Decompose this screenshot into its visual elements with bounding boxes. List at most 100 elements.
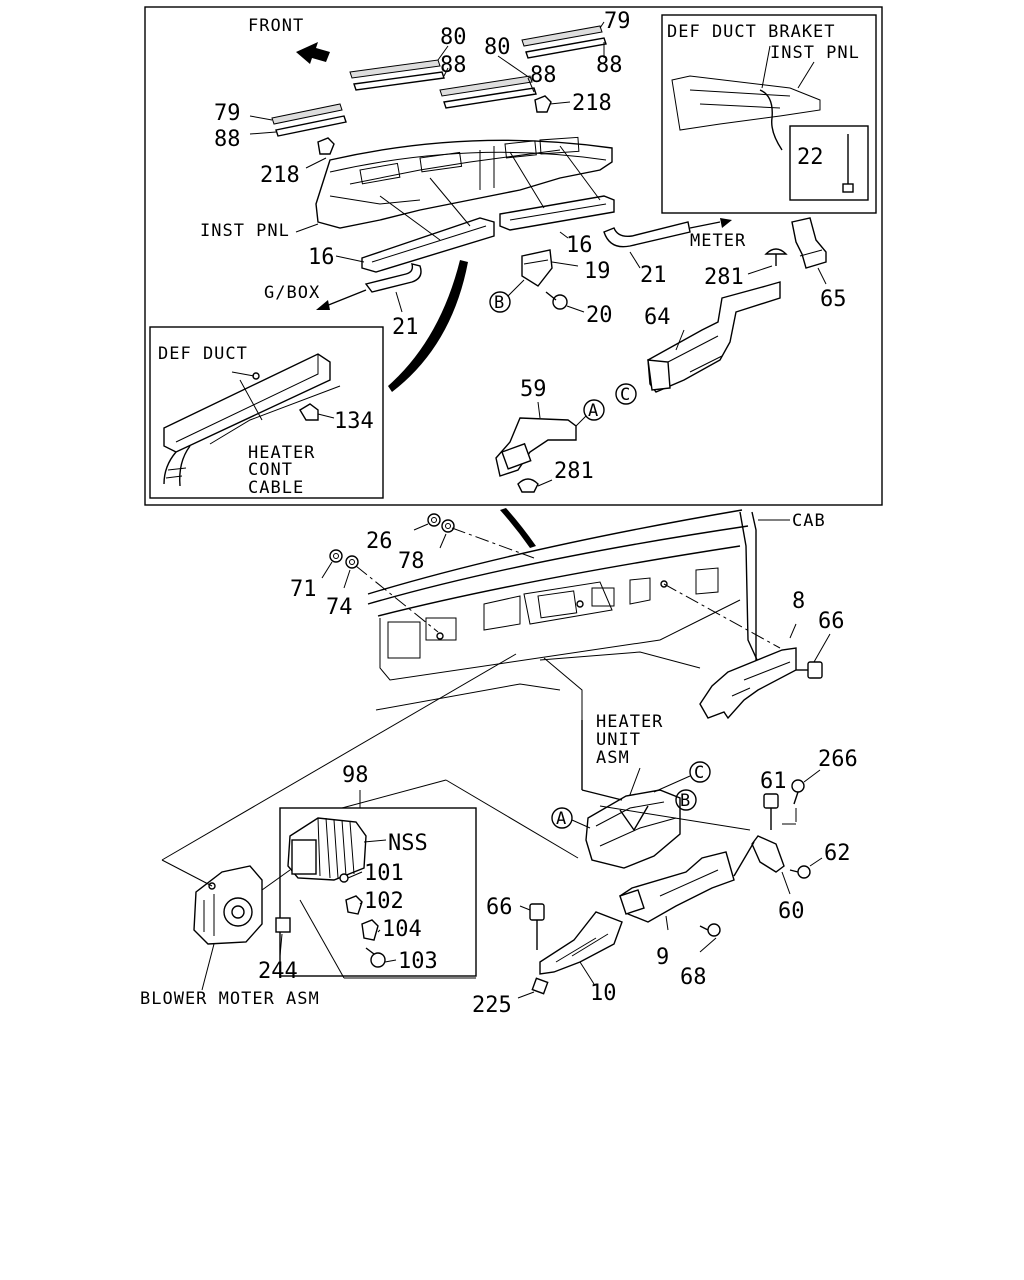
inset-22-box: [789, 125, 869, 201]
part-134: 134: [334, 409, 374, 434]
screw-20: [545, 291, 568, 310]
part-20: 20: [586, 303, 613, 328]
resistor-nss: [287, 817, 367, 881]
ref-c-upper: [615, 383, 637, 405]
clip-281-upper: [764, 248, 788, 266]
hose-21-right: [603, 221, 691, 248]
clip-218-right: [534, 95, 552, 113]
part-60: 60: [778, 899, 805, 924]
part-22: 22: [797, 145, 824, 170]
ref-b-lower-text: B: [680, 791, 691, 811]
hose-21-left: [364, 263, 422, 293]
part-10: 10: [590, 981, 617, 1006]
nss-label: NSS: [388, 831, 428, 856]
part-59: 59: [520, 377, 547, 402]
part-281-upper: 281: [704, 265, 744, 290]
upper-assembly-frame: [144, 6, 883, 506]
part-16-left: 16: [308, 245, 335, 270]
g-box-label: G/BOX: [264, 283, 320, 303]
def-duct-label: DEF DUCT: [158, 344, 248, 364]
part-98: 98: [342, 763, 369, 788]
def-duct-drawing: [163, 353, 341, 487]
part-26: 26: [366, 529, 393, 554]
ref-a-upper: [583, 399, 605, 421]
front-label: FRONT: [248, 16, 304, 36]
part-21-left: 21: [392, 315, 419, 340]
part-102: 102: [364, 889, 404, 914]
duct-8: [699, 647, 797, 720]
duct-65: [791, 217, 827, 269]
nut-26: [427, 513, 441, 527]
ref-c-lower-text: C: [694, 763, 705, 783]
part-104: 104: [382, 917, 422, 942]
def-nozzle-16-right: [499, 195, 615, 231]
washer-74: [345, 555, 359, 569]
part-225: 225: [472, 993, 512, 1018]
part-80-right: 80: [484, 35, 511, 60]
inset-panel-drawing: [671, 75, 821, 151]
cable-label: CABLE: [248, 478, 304, 498]
clip-134: [299, 403, 319, 421]
part-64: 64: [644, 305, 671, 330]
clip-244: [275, 917, 291, 933]
heater-unit-asm-line3: ASM: [596, 748, 630, 768]
part-62: 62: [824, 841, 851, 866]
def-duct-braket-label: DEF DUCT BRAKET: [667, 22, 836, 42]
part-79-right: 79: [604, 9, 631, 34]
part-16-right: 16: [566, 233, 593, 258]
screw-68: [699, 923, 721, 937]
nut-71: [329, 549, 343, 563]
washer-78: [441, 519, 455, 533]
connector-104: [361, 919, 379, 941]
instrument-panel: [315, 136, 613, 229]
part-74: 74: [326, 595, 353, 620]
part-66-lower: 66: [486, 895, 513, 920]
cab-body: [367, 509, 759, 720]
part-101: 101: [364, 861, 404, 886]
heater-unit: [585, 789, 681, 869]
ref-a-lower-text: A: [556, 809, 567, 829]
part-88-left-upper: 88: [440, 53, 467, 78]
duct-59: [495, 417, 577, 477]
clip-225: [531, 977, 549, 995]
blower-moter: [193, 865, 263, 945]
part-218-right: 218: [572, 91, 612, 116]
part-88-mid: 88: [530, 63, 557, 88]
duct-9: [619, 851, 735, 923]
heater-label: HEATER: [248, 443, 315, 463]
part-88-right: 88: [596, 53, 623, 78]
screw-62: [789, 865, 811, 879]
part-61: 61: [760, 769, 787, 794]
duct-10: [539, 911, 623, 975]
clip-218-left: [317, 137, 335, 155]
screw-266: [791, 779, 805, 805]
part-88-left: 88: [214, 127, 241, 152]
clip-281-lower: [517, 478, 539, 493]
bolt-66-lower: [529, 903, 545, 950]
part-8: 8: [792, 589, 805, 614]
ref-b-upper: [489, 291, 511, 313]
part-244: 244: [258, 959, 298, 984]
screw-101: [339, 873, 349, 883]
ref-b-lower: [675, 789, 697, 811]
def-duct-braket-inset: [661, 14, 877, 214]
cont-label: CONT: [248, 460, 293, 480]
ref-b-upper-text: B: [494, 293, 505, 313]
clip-102: [345, 895, 363, 915]
blower-moter-asm-label: BLOWER MOTER ASM: [140, 989, 320, 1009]
part-68: 68: [680, 965, 707, 990]
duct-64: [647, 281, 781, 393]
def-nozzle-16-left: [361, 217, 495, 273]
part-66-upper: 66: [818, 609, 845, 634]
part-71: 71: [290, 577, 317, 602]
bracket-60: [751, 835, 785, 873]
ref-c-upper-text: C: [620, 385, 631, 405]
part-80-left: 80: [440, 25, 467, 50]
nss-frame-98: [279, 807, 477, 977]
def-duct-inset: [149, 326, 384, 499]
ref-a-upper-text: A: [588, 401, 599, 421]
screw-103: [365, 947, 386, 968]
bracket-19: [521, 249, 553, 287]
part-103: 103: [398, 949, 438, 974]
